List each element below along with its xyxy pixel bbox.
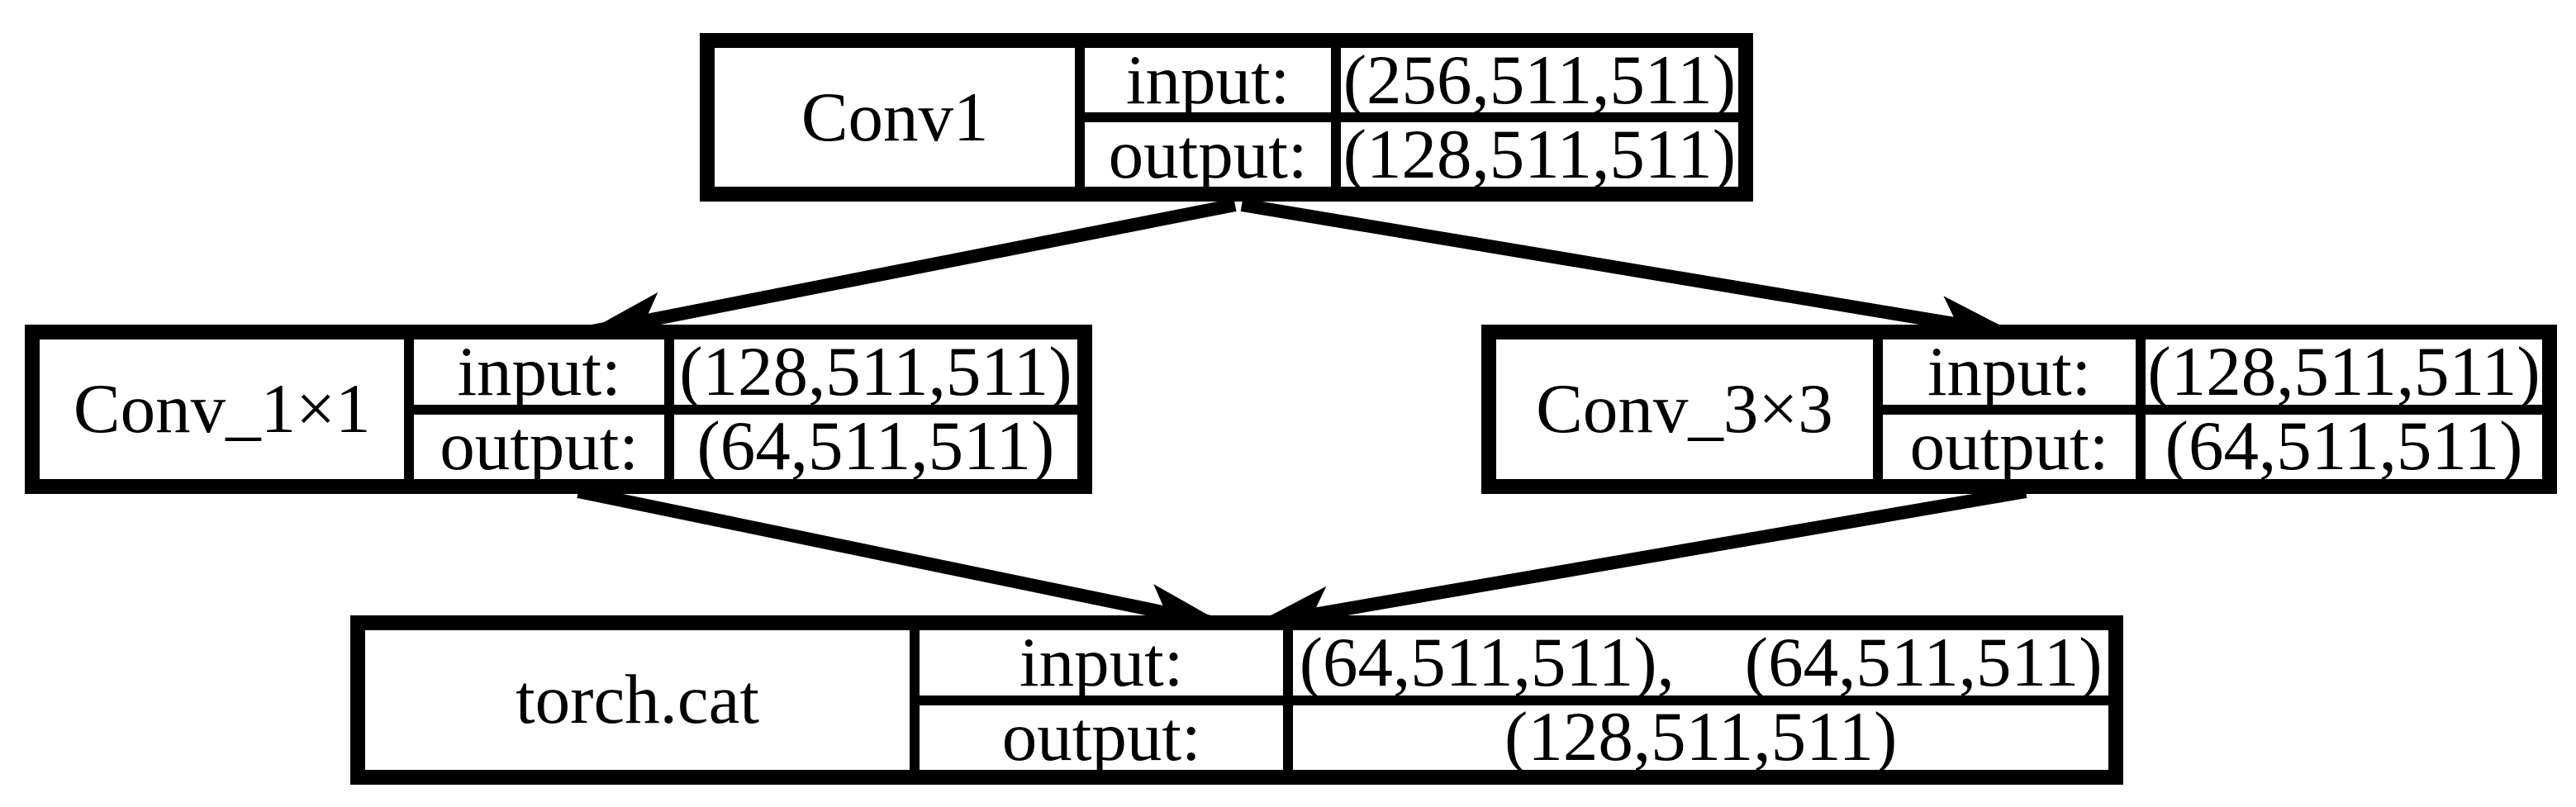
node-torch-cat: torch.cat input: (64,511,511), (64,511,5…: [350, 615, 2123, 785]
node-conv-1x1-input-label: input:: [414, 339, 664, 405]
arrow-conv3x3-to-torchcat: [1252, 485, 2027, 637]
node-conv-3x3: Conv_3×3 input: (128,511,511) output: (6…: [1481, 325, 2557, 494]
node-conv1-output-label: output:: [1085, 122, 1331, 187]
node-conv1-input-value: (256,511,511): [1340, 48, 1738, 112]
node-torch-cat-input-label: input:: [920, 630, 1284, 695]
node-conv-1x1-name: Conv_1×1: [40, 339, 405, 479]
node-conv-1x1: Conv_1×1 input: (128,511,511) output: (6…: [25, 325, 1092, 494]
node-torch-cat-input-value: (64,511,511), (64,511,511): [1293, 630, 2108, 695]
node-conv-3x3-input-label: input:: [1882, 339, 2136, 405]
arrow-conv1-to-conv3x3: [1240, 198, 2018, 347]
node-conv1-output-value: (128,511,511): [1340, 122, 1738, 187]
node-torch-cat-output-value: (128,511,511): [1293, 705, 2108, 770]
node-conv-1x1-output-label: output:: [414, 414, 664, 479]
node-torch-cat-output-label: output:: [920, 705, 1284, 770]
arrow-conv1-to-conv1x1: [585, 198, 1237, 343]
node-torch-cat-name: torch.cat: [365, 630, 910, 770]
node-conv-1x1-input-value: (128,511,511): [673, 339, 1077, 405]
node-conv-3x3-output-label: output:: [1882, 414, 2136, 479]
arrow-conv1x1-to-torchcat: [577, 485, 1226, 634]
node-conv-1x1-output-value: (64,511,511): [673, 414, 1077, 479]
node-conv1-input-label: input:: [1085, 48, 1331, 112]
node-conv1-name: Conv1: [715, 48, 1076, 187]
node-conv-3x3-input-value: (128,511,511): [2146, 339, 2542, 405]
node-conv1: Conv1 input: (256,511,511) output: (128,…: [700, 33, 1753, 202]
node-conv-3x3-name: Conv_3×3: [1496, 339, 1873, 479]
node-conv-3x3-output-value: (64,511,511): [2146, 414, 2542, 479]
